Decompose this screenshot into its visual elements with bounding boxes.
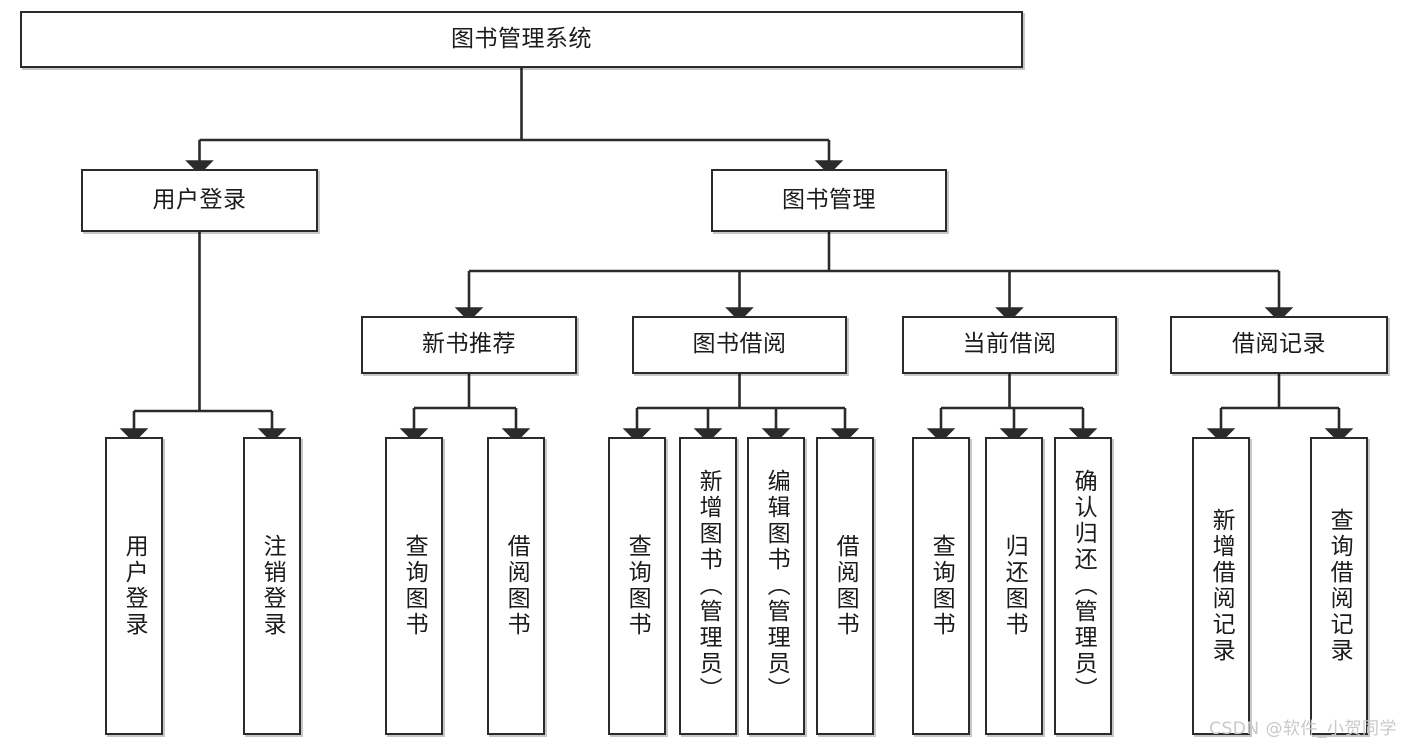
node-leaf-user-login[interactable]: 用户登录 (105, 437, 163, 735)
node-label: 新增借阅记录 (1208, 508, 1235, 664)
node-leaf-add-record[interactable]: 新增借阅记录 (1192, 437, 1250, 735)
node-leaf-query-book-2[interactable]: 查询图书 (608, 437, 666, 735)
node-user-login[interactable]: 用户登录 (81, 169, 318, 232)
node-label: 借阅记录 (1232, 331, 1326, 358)
node-leaf-logout[interactable]: 注销登录 (243, 437, 301, 735)
node-leaf-return-book[interactable]: 归还图书 (985, 437, 1043, 735)
node-book-borrow[interactable]: 图书借阅 (632, 316, 847, 374)
node-label: 借阅图书 (503, 534, 530, 638)
node-label: 图书管理 (782, 186, 876, 213)
node-current-borrow[interactable]: 当前借阅 (902, 316, 1117, 374)
node-leaf-add-book[interactable]: 新增图书（管理员） (679, 437, 737, 735)
node-borrow-record[interactable]: 借阅记录 (1170, 316, 1388, 374)
node-leaf-query-book-3[interactable]: 查询图书 (912, 437, 970, 735)
node-label: 归还图书 (1001, 534, 1028, 638)
node-label: 新书推荐 (422, 331, 516, 358)
node-label: 查询借阅记录 (1326, 508, 1353, 664)
node-label: 查询图书 (401, 534, 428, 638)
node-label: 用户登录 (152, 186, 247, 213)
node-book-manage[interactable]: 图书管理 (711, 169, 947, 232)
node-label: 图书借阅 (692, 331, 787, 358)
node-label: 注销登录 (259, 534, 286, 638)
node-label: 图书管理系统 (451, 25, 592, 52)
node-new-book-rec[interactable]: 新书推荐 (361, 316, 577, 374)
watermark: CSDN @软件_小贺同学 (1209, 719, 1397, 739)
node-label: 编辑图书（管理员） (763, 469, 790, 703)
node-leaf-borrow-book-1[interactable]: 借阅图书 (487, 437, 545, 735)
node-root[interactable]: 图书管理系统 (20, 11, 1023, 68)
node-leaf-query-book-1[interactable]: 查询图书 (385, 437, 443, 735)
node-label: 查询图书 (624, 534, 651, 638)
node-label: 用户登录 (121, 534, 148, 638)
node-label: 新增图书（管理员） (695, 469, 722, 703)
node-leaf-edit-book[interactable]: 编辑图书（管理员） (747, 437, 805, 735)
node-leaf-borrow-book-2[interactable]: 借阅图书 (816, 437, 874, 735)
node-label: 查询图书 (928, 534, 955, 638)
node-label: 借阅图书 (832, 534, 859, 638)
node-label: 当前借阅 (962, 331, 1057, 358)
node-label: 确认归还（管理员） (1070, 469, 1097, 703)
node-leaf-query-record[interactable]: 查询借阅记录 (1310, 437, 1368, 735)
node-leaf-confirm-return[interactable]: 确认归还（管理员） (1054, 437, 1112, 735)
